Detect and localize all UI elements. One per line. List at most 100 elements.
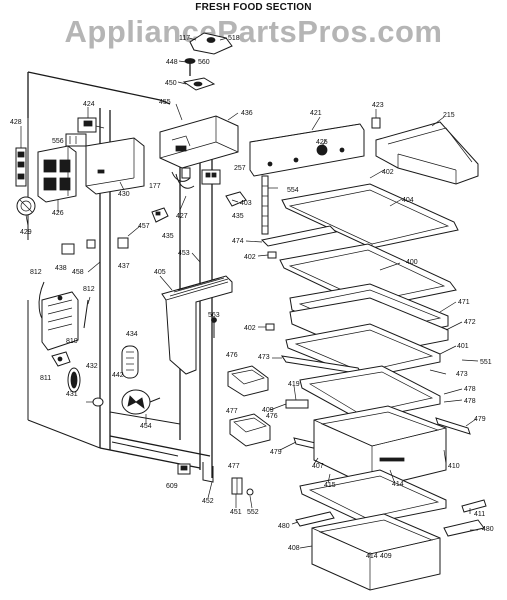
callout-551: 551 (480, 359, 492, 366)
callout-810: 810 (66, 338, 78, 345)
callout-476-a: 476 (226, 352, 238, 359)
cover-430 (85, 137, 145, 195)
callout-453: 453 (178, 250, 190, 257)
callout-479-a: 479 (474, 416, 486, 423)
callout-455: 455 (159, 99, 171, 106)
rail-479-right (435, 417, 471, 435)
callout-450: 450 (165, 80, 177, 87)
callout-451: 451 (230, 509, 242, 516)
callout-403: 403 (240, 200, 252, 207)
rail-480-right (443, 519, 485, 537)
callout-419: 419 (288, 381, 300, 388)
watermark: AppliancePartsPros.com (64, 14, 443, 49)
callout-458: 458 (72, 269, 84, 276)
callout-404: 404 (402, 197, 414, 204)
callout-435-a: 435 (232, 213, 244, 220)
callout-473-b: 473 (456, 371, 468, 378)
part-450 (182, 77, 216, 91)
callout-454: 454 (140, 423, 152, 430)
pan-410 (313, 405, 447, 489)
panel-421 (249, 123, 365, 177)
leader-lines (20, 37, 479, 556)
top-fitting-117 (189, 32, 233, 55)
lamp-429 (16, 196, 36, 216)
callout-labels: 117 518 448 560 450 424 455 436 421 423 … (10, 35, 494, 560)
part-609 (177, 463, 191, 475)
clip-437 (117, 237, 129, 249)
part-423 (371, 117, 381, 129)
fan-442 (121, 389, 161, 415)
connector-556 (65, 133, 87, 147)
callout-552: 552 (247, 509, 259, 516)
callout-414-b: 414 (366, 553, 378, 560)
callout-812-b: 812 (83, 286, 95, 293)
callout-423: 423 (372, 102, 384, 109)
part-811 (51, 351, 71, 367)
pan-408 (311, 513, 441, 591)
callout-811: 811 (40, 375, 51, 382)
callout-177: 177 (149, 183, 161, 190)
callout-415: 415 (324, 482, 336, 489)
callout-448: 448 (166, 59, 178, 66)
section-title: FRESH FOOD SECTION (195, 2, 312, 13)
callout-409-a: 409 (262, 407, 274, 414)
callout-478-b: 478 (464, 398, 476, 405)
callout-402-c: 402 (244, 325, 256, 332)
callout-432: 432 (86, 363, 98, 370)
callout-477-b: 477 (228, 463, 240, 470)
callout-480-a: 480 (278, 523, 290, 530)
callout-215: 215 (443, 112, 455, 119)
callout-405: 405 (154, 269, 166, 276)
part-435-left (151, 207, 169, 223)
callout-479-b: 479 (270, 449, 282, 456)
glide-402-mid (265, 323, 275, 331)
callout-409-b: 409 (380, 553, 392, 560)
callout-425: 425 (316, 139, 328, 146)
callout-474: 474 (232, 238, 244, 245)
callout-476-b: 476 (266, 413, 278, 420)
container-477 (229, 413, 271, 447)
callout-407: 407 (312, 463, 324, 470)
rail-554 (261, 175, 269, 235)
callout-414-a: 414 (392, 481, 404, 488)
callout-402-a: 402 (382, 169, 394, 176)
callout-427: 427 (176, 213, 188, 220)
callout-518: 518 (228, 35, 240, 42)
callout-471: 471 (458, 299, 470, 306)
evaporator-cover (41, 291, 79, 351)
callout-609: 609 (166, 483, 178, 490)
callout-442: 442 (112, 372, 124, 379)
callout-400: 400 (406, 259, 418, 266)
bracket-405 (161, 275, 233, 375)
callout-431: 431 (66, 391, 78, 398)
callout-556: 556 (52, 138, 64, 145)
callout-117: 117 (179, 35, 190, 42)
callout-257: 257 (234, 165, 246, 172)
callout-438: 438 (55, 265, 67, 272)
part-419 (285, 399, 309, 409)
frame-415 (299, 469, 447, 525)
callout-477-a: 477 (226, 408, 238, 415)
rail-411 (461, 499, 487, 513)
callout-430: 430 (118, 191, 130, 198)
callout-428: 428 (10, 119, 22, 126)
callout-560: 560 (198, 59, 210, 66)
callout-426: 426 (52, 210, 64, 217)
clip-438 (61, 243, 75, 255)
callout-812-a: 812 (30, 269, 42, 276)
container-476 (227, 365, 269, 397)
rail-480-left (295, 511, 335, 527)
light-shield-432 (67, 367, 81, 393)
callout-457: 457 (138, 223, 150, 230)
rail-474 (260, 225, 338, 247)
glide-402-top (267, 251, 277, 259)
callout-473-a: 473 (258, 354, 270, 361)
control-424 (77, 117, 105, 133)
callout-424: 424 (83, 101, 95, 108)
part-552 (246, 488, 254, 496)
grille-434 (121, 345, 139, 379)
housing-426 (37, 145, 77, 203)
callout-435-b: 435 (162, 233, 174, 240)
